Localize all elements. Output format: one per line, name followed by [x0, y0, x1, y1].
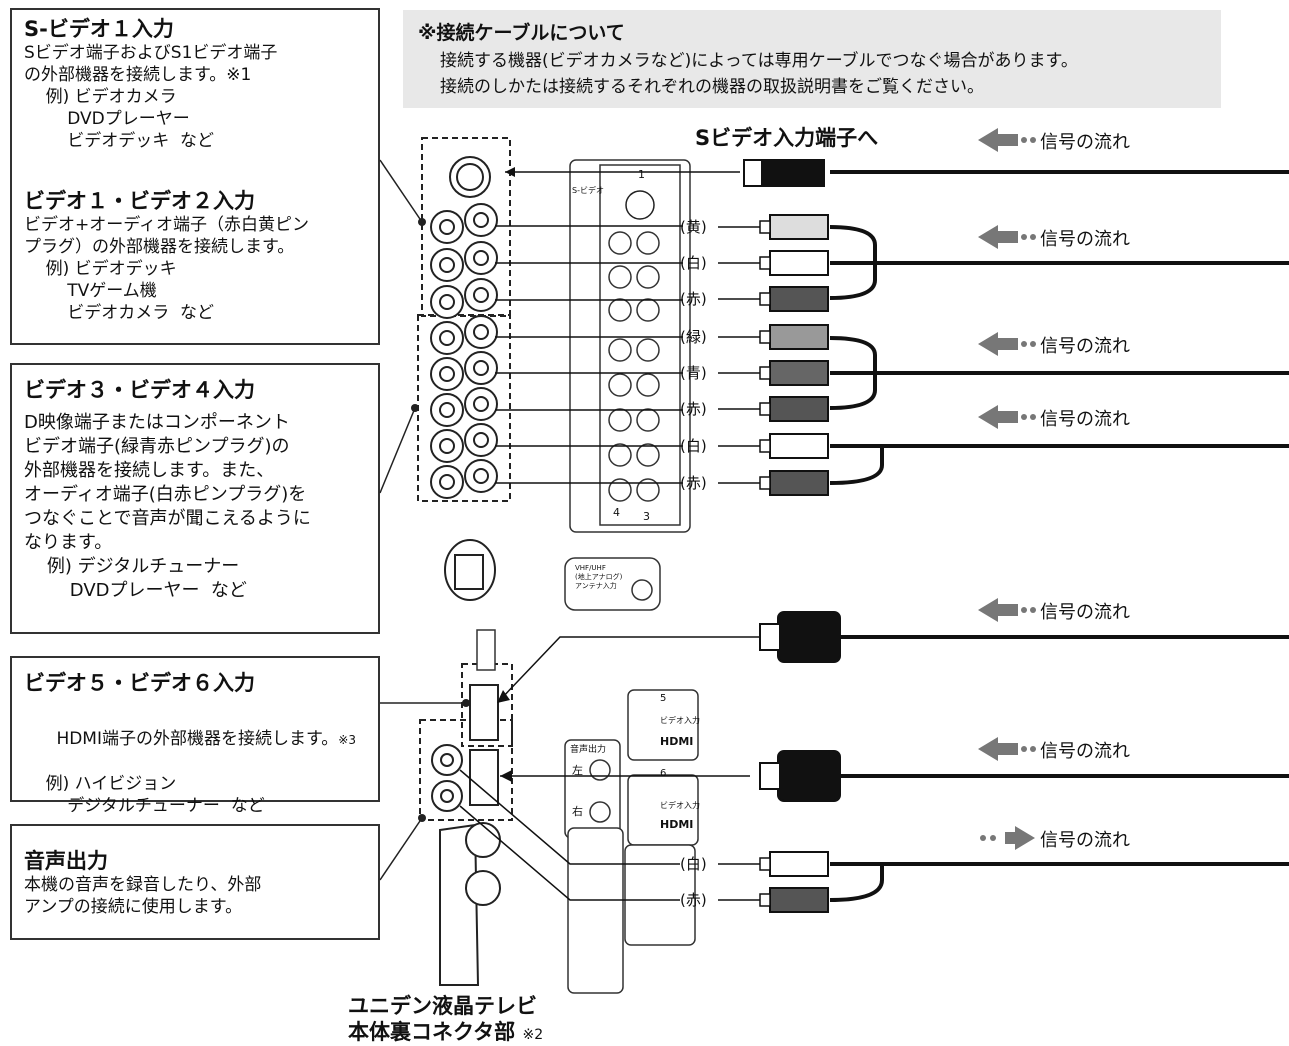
signal-flow-6: 信号の流れ	[1040, 741, 1130, 762]
video56-box: ビデオ５・ビデオ６入力 HDMI端子の外部機器を接続します。※3 例) ハイビジ…	[10, 656, 380, 816]
panel-hdmi6-num: 6	[660, 768, 667, 779]
panel-right: 右	[572, 805, 583, 818]
video34-desc: D映像端子またはコンポーネント ビデオ端子(緑青赤ピンプラグ)の 外部機器を接続…	[24, 412, 311, 601]
panel-col-3: 3	[643, 510, 650, 523]
signal-flow-4: 信号の流れ	[1040, 409, 1130, 430]
color-red-1: (赤)	[680, 290, 707, 308]
audio-out-box: 音声出力 本機の音声を録音したり、外部 アンプの接続に使用します。	[10, 824, 380, 940]
svideo-desc: Sビデオ端子およびS1ビデオ端子 の外部機器を接続します。※1 例) ビデオカメ…	[24, 43, 278, 151]
panel-video-in-6: ビデオ入力	[660, 801, 700, 810]
color-blue: (青)	[680, 364, 707, 382]
panel-video-in-5: ビデオ入力	[660, 716, 700, 725]
color-red-3: (赤)	[680, 474, 707, 492]
video12-title: ビデオ１・ビデオ２入力	[24, 189, 255, 213]
panel-sv: S-ビデオ	[572, 186, 604, 195]
color-green: (緑)	[680, 328, 707, 346]
video-input-box-1: S-ビデオ１入力 Sビデオ端子およびS1ビデオ端子 の外部機器を接続します。※1…	[10, 8, 380, 345]
color-yellow: (黄)	[680, 218, 707, 236]
footer-line2: 本体裏コネクタ部 ※2	[348, 1016, 543, 1046]
panel-audio-out: 音声出力	[570, 745, 607, 755]
signal-flow-5: 信号の流れ	[1040, 602, 1130, 623]
panel-hdmi5-num: 5	[660, 693, 667, 704]
color-red-4: (赤)	[680, 891, 707, 909]
panel-col-4: 4	[613, 506, 620, 519]
signal-flow-1: 信号の流れ	[1040, 132, 1130, 153]
footer-line2-text: 本体裏コネクタ部	[348, 1020, 516, 1044]
panel-hdmi-6-logo: HDMI	[660, 818, 694, 831]
color-white-2: (白)	[680, 437, 707, 455]
cable-note-title: ※接続ケーブルについて	[418, 22, 625, 44]
panel-left: 左	[572, 764, 583, 777]
video12-desc: ビデオ+オーディオ端子（赤白黄ピン プラグ）の外部機器を接続します。 例) ビデ…	[24, 215, 310, 323]
signal-flow-3: 信号の流れ	[1040, 336, 1130, 357]
audio-out-title: 音声出力	[24, 849, 108, 873]
panel-hdmi-5-logo: HDMI	[660, 735, 694, 748]
svideo-in-label: Sビデオ入力端子へ	[695, 126, 879, 150]
video34-box: ビデオ３・ビデオ４入力 D映像端子またはコンポーネント ビデオ端子(緑青赤ピンプ…	[10, 363, 380, 634]
footer-line1: ユニデン液晶テレビ	[348, 994, 537, 1018]
signal-flow-7: 信号の流れ	[1040, 830, 1130, 851]
video56-desc2: 例) ハイビジョン デジタルチューナー など	[45, 774, 265, 816]
color-white-3: (白)	[680, 855, 707, 873]
svideo-title: S-ビデオ１入力	[24, 17, 174, 41]
audio-out-desc: 本機の音声を録音したり、外部 アンプの接続に使用します。	[24, 875, 262, 917]
video34-title: ビデオ３・ビデオ４入力	[24, 378, 255, 402]
cable-note-text: 接続する機器(ビデオカメラなど)によっては専用ケーブルでつなぐ場合があります。 …	[440, 51, 1078, 97]
video56-title: ビデオ５・ビデオ６入力	[24, 671, 255, 695]
video56-note: ※3	[338, 733, 356, 747]
signal-flow-2: 信号の流れ	[1040, 229, 1130, 250]
footer-note: ※2	[522, 1027, 544, 1043]
cable-note-box	[403, 10, 1221, 108]
panel-col-1: 1	[638, 168, 645, 181]
video56-desc: HDMI端子の外部機器を接続します。	[56, 729, 339, 749]
color-white-1: (白)	[680, 254, 707, 272]
color-red-2: (赤)	[680, 400, 707, 418]
panel-antenna-label: VHF/UHF (地上アナログ) アンテナ入力	[575, 564, 623, 590]
